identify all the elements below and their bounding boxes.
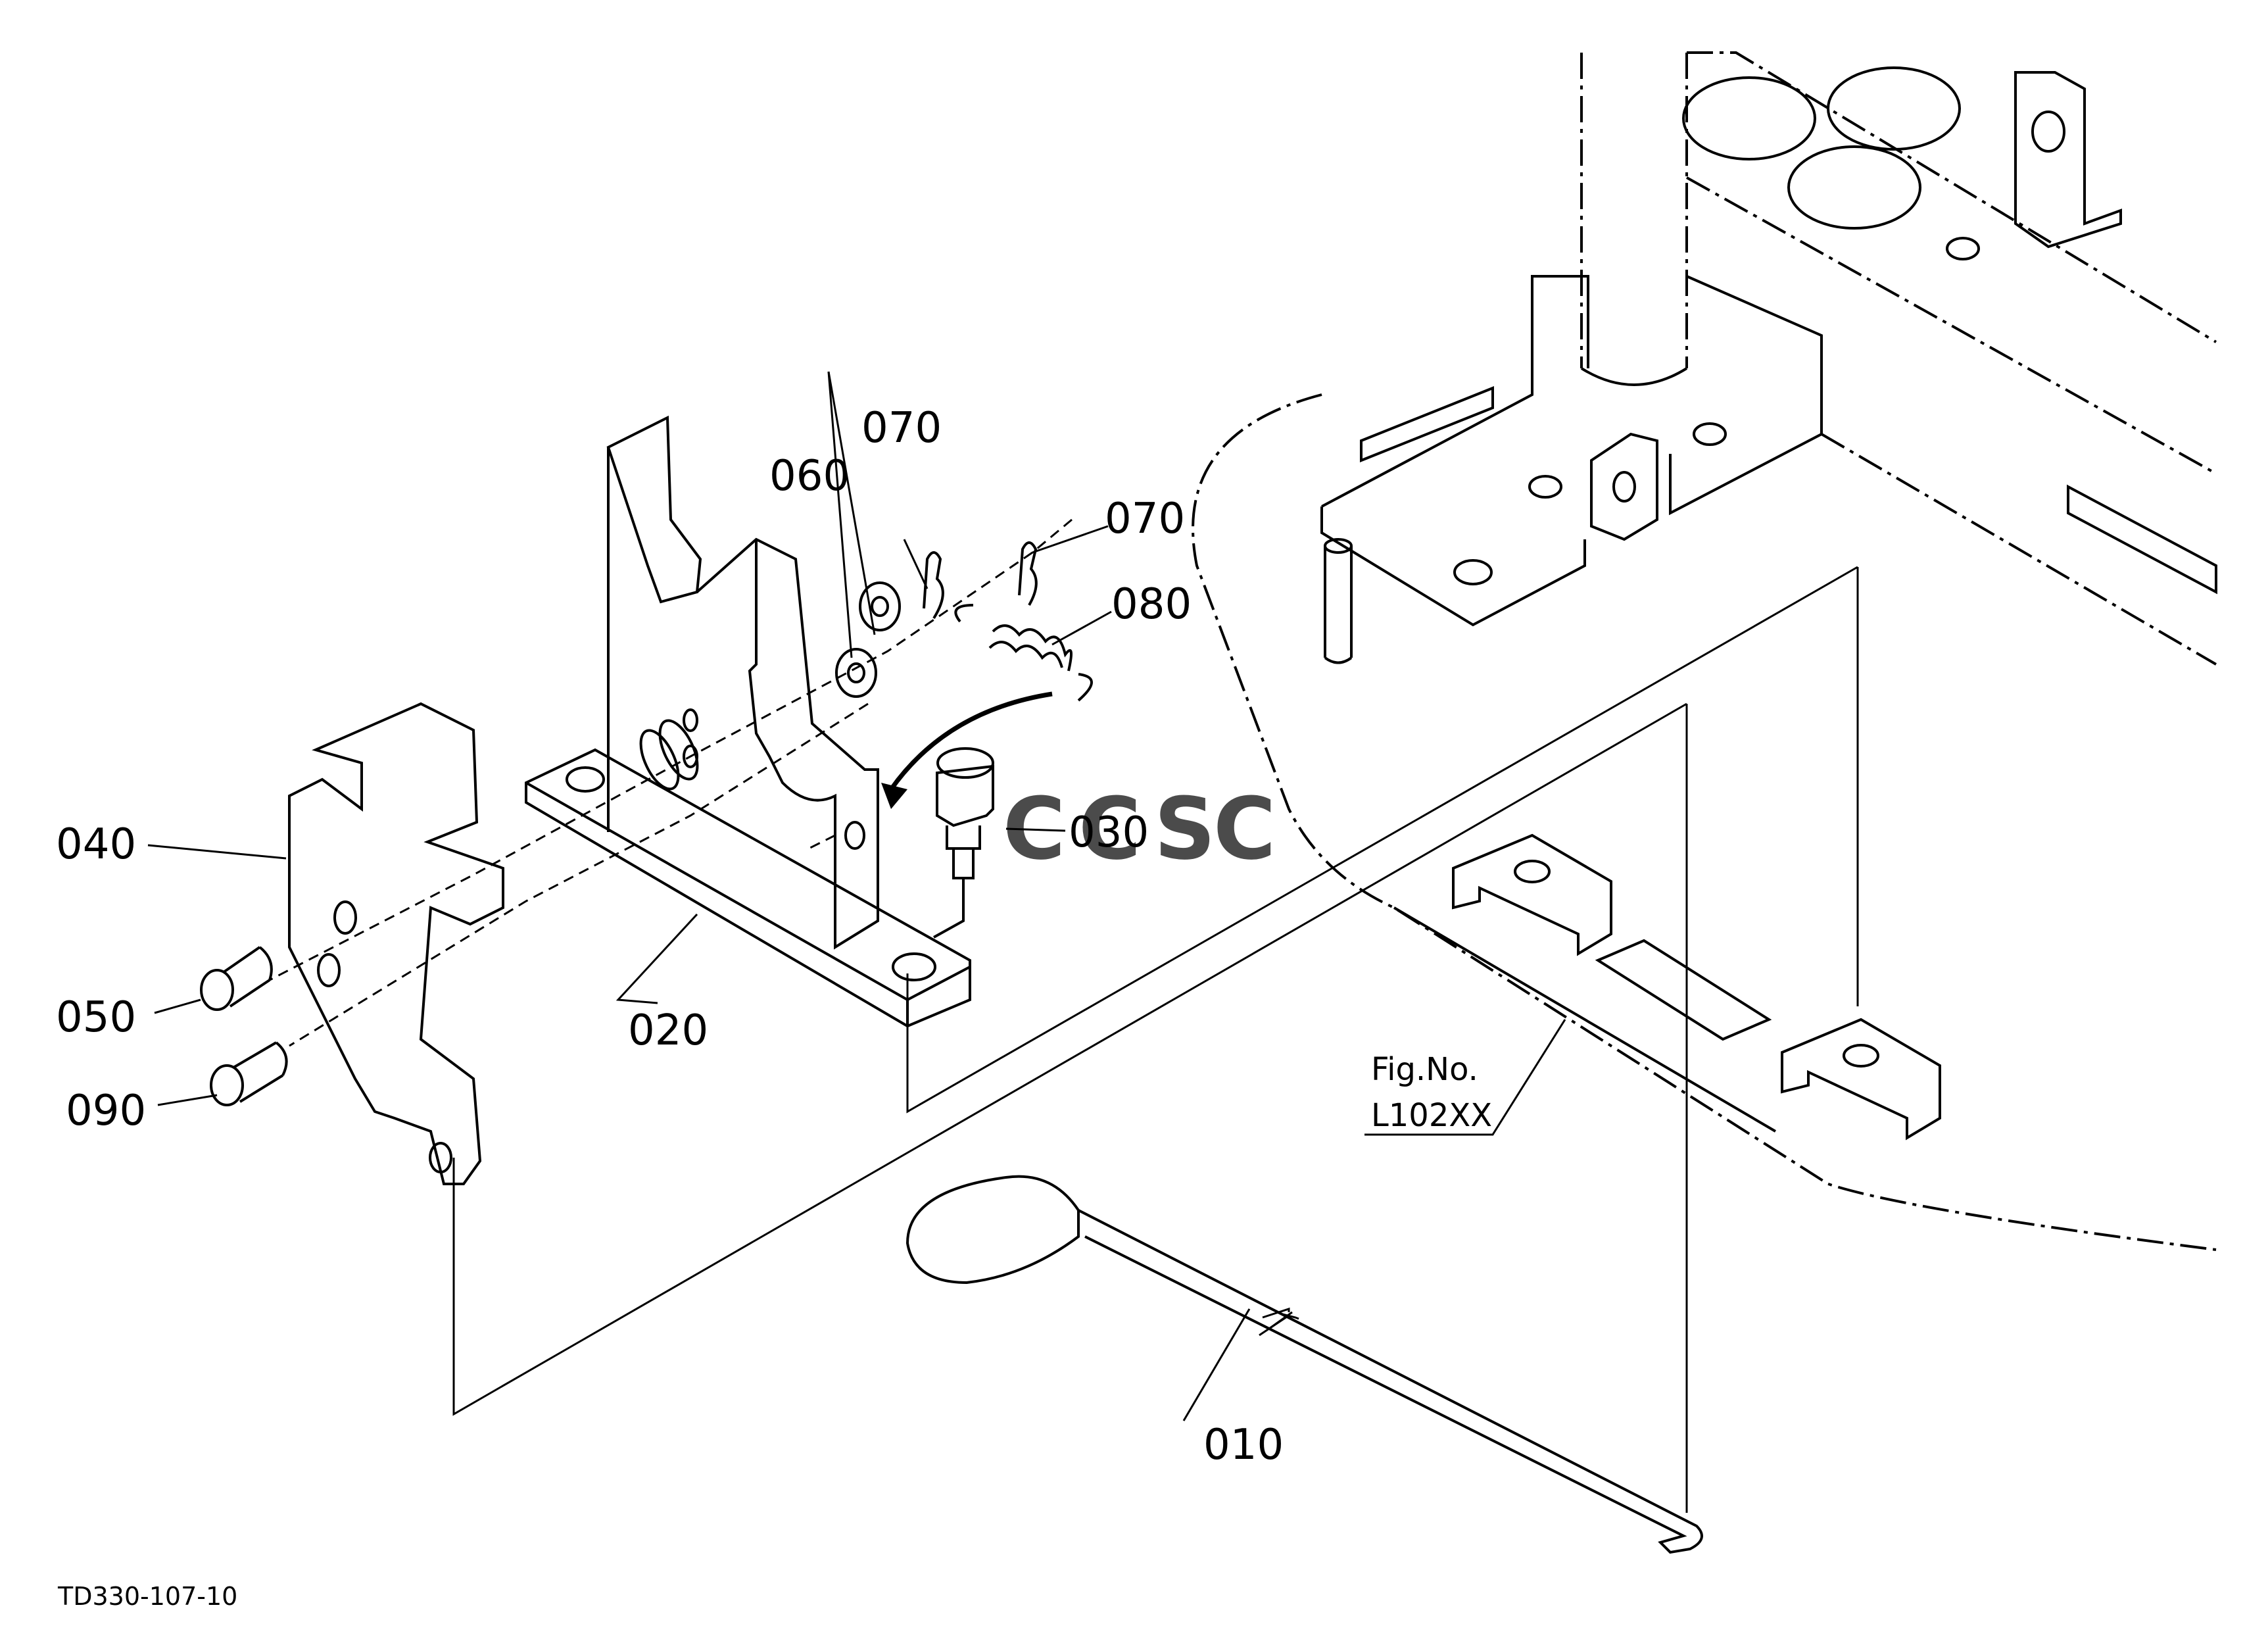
callout-050: 050 [56,993,136,1042]
callout-070-b: 070 [1105,495,1185,543]
leader-lines [147,371,1566,1421]
watermark-letter-1: C [1003,779,1065,879]
machine-frame [1192,51,2217,1251]
lever-040 [288,702,504,1185]
bolt-030 [933,747,994,939]
callouts: 010 020 030 040 050 060 070 070 080 090 [56,404,1284,1469]
callout-010: 010 [1203,1421,1284,1469]
spring-080 [954,604,1093,702]
pin-050 [200,946,273,1011]
pin-090 [210,1041,288,1106]
bracket-020 [525,748,971,1028]
clip-070-a [923,551,944,620]
install-arrow [889,691,1053,791]
figure-reference: Fig.No. L102XX [1371,1051,1492,1134]
watermark-letter-3: S [1154,779,1216,879]
callout-080: 080 [1111,580,1192,629]
callout-040: 040 [56,820,136,869]
figure-reference-label: Fig.No. [1371,1051,1478,1088]
watermark-letter-4: C [1213,779,1276,879]
washers-060 [835,581,901,698]
callout-020: 020 [628,1006,708,1055]
exploded-parts [200,415,1703,1554]
watermark-logo: C C S C [1003,779,1276,879]
assembly-axes [269,518,1073,1047]
callout-070-a: 070 [861,404,942,453]
rod-010 [905,1175,1703,1554]
callout-060: 060 [769,452,850,501]
figure-reference-number: L102XX [1371,1097,1492,1134]
callout-090: 090 [66,1087,146,1135]
clip-070-b [1018,541,1038,606]
drawing-code: TD330-107-10 [57,1582,237,1611]
callout-030: 030 [1069,808,1149,857]
watermark-letter-2: C [1078,779,1141,879]
